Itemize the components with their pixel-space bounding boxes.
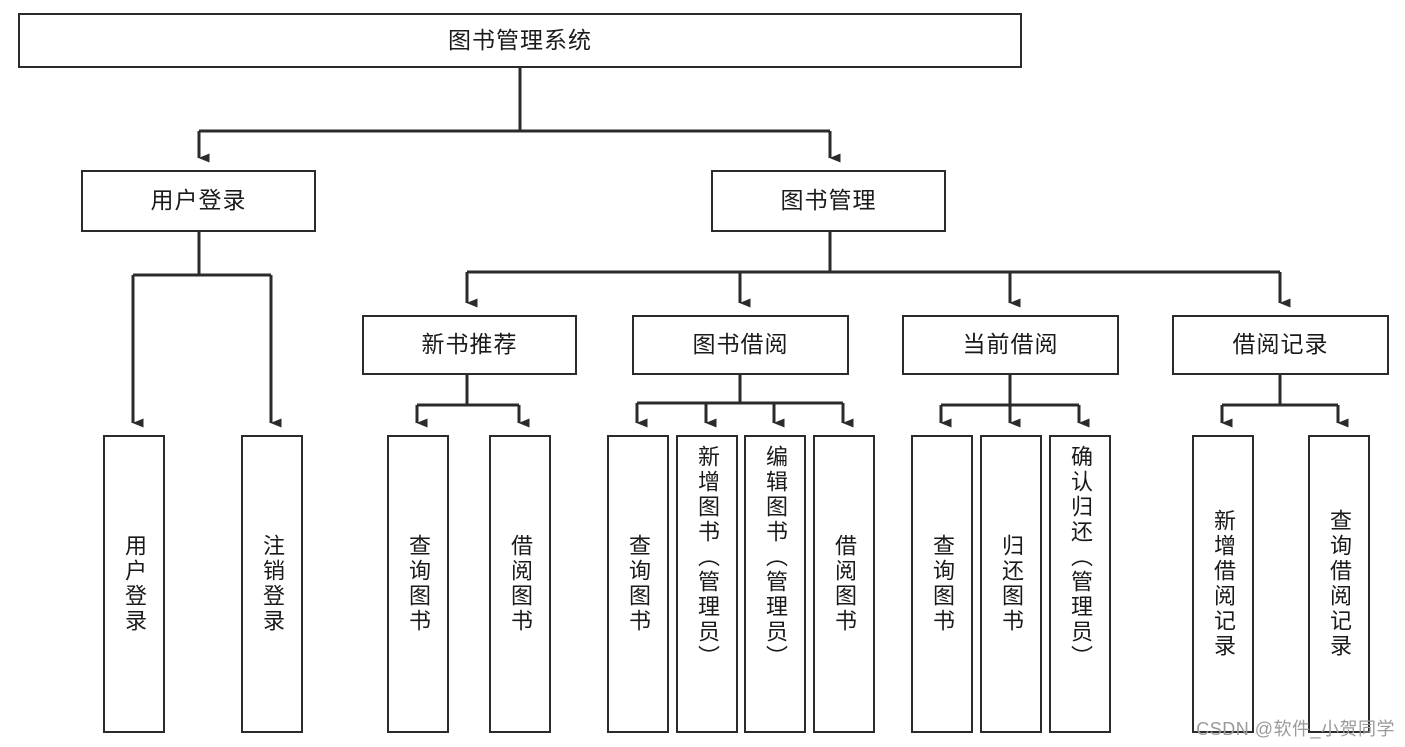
- node-leaf-query-book-1-label: 查询图书: [405, 534, 431, 634]
- node-leaf-query-book-3[interactable]: 查询图书: [911, 435, 973, 733]
- node-leaf-user-login-label: 用户登录: [121, 534, 147, 634]
- node-leaf-add-record[interactable]: 新增借阅记录: [1192, 435, 1254, 733]
- node-current-borrow-label: 当前借阅: [962, 331, 1059, 358]
- node-leaf-query-book-1[interactable]: 查询图书: [387, 435, 449, 733]
- node-root-label: 图书管理系统: [448, 26, 592, 53]
- node-leaf-borrow-book-2[interactable]: 借阅图书: [813, 435, 875, 733]
- node-book-borrow-label: 图书借阅: [692, 331, 789, 358]
- node-leaf-query-record[interactable]: 查询借阅记录: [1308, 435, 1370, 733]
- node-leaf-query-book-3-label: 查询图书: [929, 534, 955, 634]
- node-book-management[interactable]: 图书管理: [711, 170, 946, 232]
- node-leaf-add-book-label: 新增图书（管理员）: [694, 445, 720, 670]
- node-book-borrow[interactable]: 图书借阅: [632, 315, 849, 375]
- node-leaf-query-book-2-label: 查询图书: [625, 534, 651, 634]
- node-leaf-confirm-return-label: 确认归还（管理员）: [1067, 445, 1093, 670]
- node-leaf-borrow-book-1-label: 借阅图书: [507, 534, 533, 634]
- node-root[interactable]: 图书管理系统: [18, 13, 1022, 68]
- node-leaf-user-login[interactable]: 用户登录: [103, 435, 165, 733]
- watermark-text: CSDN @软件_小贺同学: [1196, 719, 1395, 739]
- node-leaf-add-record-label: 新增借阅记录: [1210, 509, 1236, 659]
- node-borrow-record-label: 借阅记录: [1232, 331, 1329, 358]
- node-borrow-record[interactable]: 借阅记录: [1172, 315, 1389, 375]
- node-current-borrow[interactable]: 当前借阅: [902, 315, 1119, 375]
- node-leaf-return-book[interactable]: 归还图书: [980, 435, 1042, 733]
- node-new-book-recommend[interactable]: 新书推荐: [362, 315, 577, 375]
- node-leaf-user-logout[interactable]: 注销登录: [241, 435, 303, 733]
- node-user-login-label: 用户登录: [150, 187, 247, 214]
- node-leaf-user-logout-label: 注销登录: [259, 534, 285, 634]
- node-new-book-recommend-label: 新书推荐: [421, 331, 518, 358]
- node-user-login[interactable]: 用户登录: [81, 170, 316, 232]
- node-leaf-add-book[interactable]: 新增图书（管理员）: [676, 435, 738, 733]
- node-book-management-label: 图书管理: [780, 187, 877, 214]
- node-leaf-borrow-book-2-label: 借阅图书: [831, 534, 857, 634]
- node-leaf-edit-book[interactable]: 编辑图书（管理员）: [744, 435, 806, 733]
- node-leaf-borrow-book-1[interactable]: 借阅图书: [489, 435, 551, 733]
- node-leaf-query-book-2[interactable]: 查询图书: [607, 435, 669, 733]
- node-leaf-confirm-return[interactable]: 确认归还（管理员）: [1049, 435, 1111, 733]
- node-leaf-return-book-label: 归还图书: [998, 534, 1024, 634]
- node-leaf-edit-book-label: 编辑图书（管理员）: [762, 445, 788, 670]
- node-leaf-query-record-label: 查询借阅记录: [1326, 509, 1352, 659]
